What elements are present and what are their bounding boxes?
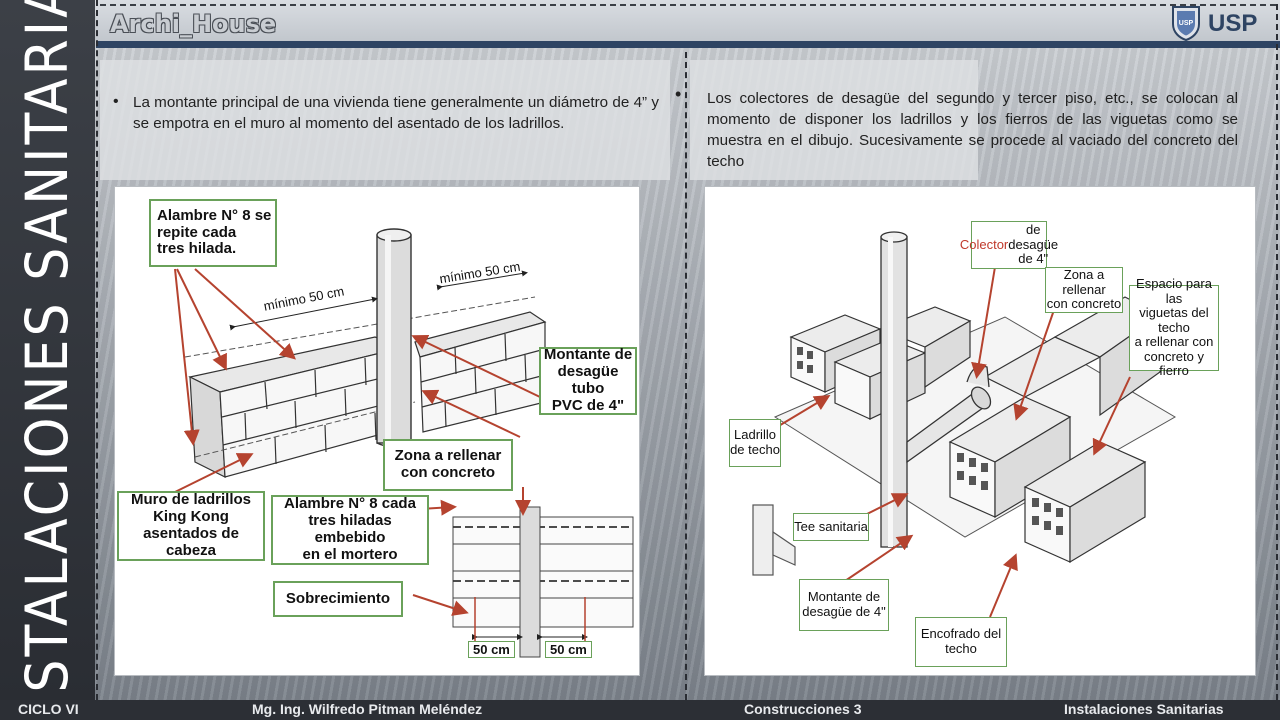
dim-bottom-right: 50 cm	[545, 641, 592, 658]
dim-bottom-left: 50 cm	[468, 641, 515, 658]
footer-subject: Instalaciones Sanitarias	[1064, 701, 1224, 717]
tee-sanitaria-part	[752, 504, 796, 576]
bullet-dot-left: •	[113, 93, 119, 110]
callout-alambre-bottom: Alambre N° 8 cada tres hiladas embebido …	[271, 495, 429, 565]
callout-alambre-top: Alambre N° 8 se repite cada tres hilada.	[149, 199, 277, 267]
callout-muro: Muro de ladrillos King Kong asentados de…	[117, 491, 265, 561]
brick-wall-right	[414, 311, 547, 433]
callout-colector: Colector de desagüe de 4"	[960, 221, 1058, 269]
header-title: Archi_House	[110, 10, 277, 38]
footer-bar: CICLO VI Mg. Ing. Wilfredo Pitman Melénd…	[0, 700, 1280, 720]
callout-zona: Zona a rellenar con concreto	[383, 439, 513, 491]
callout-arrows-right	[776, 266, 1131, 618]
colector-pipe	[906, 365, 992, 464]
callout-encofrado: Encofrado del techo	[915, 617, 1007, 667]
callout-ladrillo: Ladrillo de techo	[729, 419, 781, 467]
header-bar	[96, 0, 1280, 48]
detail-wall	[452, 506, 634, 658]
brick-holes	[797, 347, 1063, 535]
right-dashed-line	[1276, 4, 1278, 700]
montante-wall-drawing	[174, 228, 634, 658]
callout-zona-right: Zona a rellenar con concreto	[1045, 267, 1123, 313]
footer-course: Construcciones 3	[744, 701, 862, 717]
header-dashed-line	[100, 4, 1276, 6]
pvc-pipe	[376, 228, 412, 448]
bullet-dot-right: •	[675, 84, 682, 104]
center-dashed-line	[685, 52, 687, 700]
side-title: INSTALACIONES SANITARIAS	[13, 0, 81, 720]
callout-sobrecimiento: Sobrecimiento	[273, 581, 403, 617]
footer-teacher: Mg. Ing. Wilfredo Pitman Meléndez	[252, 701, 483, 717]
right-text-panel	[690, 60, 978, 180]
callout-tee: Tee sanitaria	[793, 513, 869, 541]
callout-montante-right: Montante de desagüe de 4"	[799, 579, 889, 631]
callout-espacio: Espacio para las viguetas del techo a re…	[1129, 276, 1219, 378]
brick-wall-left	[188, 336, 408, 479]
right-bullet-text: Los colectores de desagüe del segundo y …	[707, 90, 1238, 170]
roof-bricks-right	[948, 296, 1162, 564]
side-band: INSTALACIONES SANITARIAS	[0, 0, 95, 720]
logo-text: USP	[1208, 10, 1258, 37]
callout-montante: Montante de desagüe tubo PVC de 4"	[539, 347, 637, 415]
logo-badge: USP	[1179, 20, 1194, 27]
left-bullet-text: La montante principal de una vivienda ti…	[133, 94, 659, 132]
left-text-panel	[100, 60, 670, 180]
left-dashed-line	[96, 0, 98, 700]
footer-ciclo: CICLO VI	[18, 701, 79, 717]
usp-shield-icon: USP	[1172, 6, 1200, 42]
colector-rest-label: de desagüe de 4"	[1008, 222, 1059, 267]
colector-slab-illustration: Colector de desagüe de 4" Zona a rellena…	[704, 186, 1256, 676]
vertical-montante-pipe	[880, 231, 908, 548]
colector-slab-drawing	[752, 231, 1176, 618]
montante-wall-illustration: Alambre N° 8 se repite cada tres hilada.…	[114, 186, 640, 676]
colector-red-label: Colector	[959, 236, 1009, 252]
